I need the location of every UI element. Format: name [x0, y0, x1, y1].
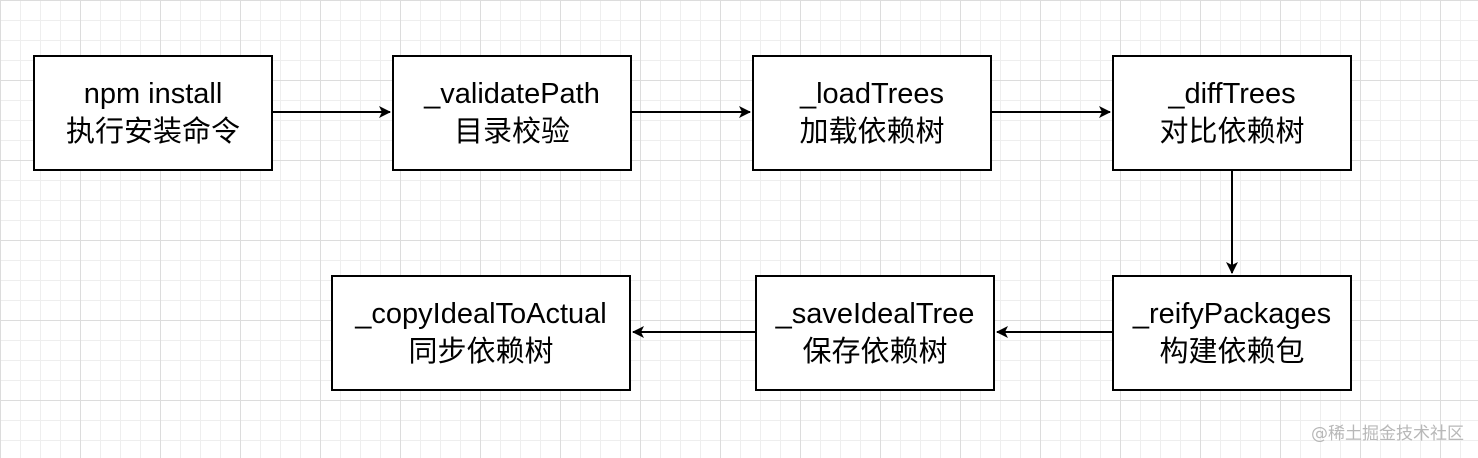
node-copy-ideal-to-actual: _copyIdealToActual 同步依赖树 [331, 275, 631, 391]
node-save-ideal-tree: _saveIdealTree 保存依赖树 [755, 275, 995, 391]
node-title: _loadTrees [799, 78, 944, 110]
node-description: 加载依赖树 [799, 116, 945, 148]
node-title: _saveIdealTree [775, 298, 975, 330]
node-title: _reifyPackages [1132, 298, 1332, 330]
node-npm-install: npm install 执行安装命令 [33, 55, 273, 171]
node-description: 保存依赖树 [802, 336, 948, 368]
node-title: _copyIdealToActual [355, 298, 607, 330]
node-title: npm install [83, 78, 223, 110]
node-title: _diffTrees [1168, 78, 1296, 110]
node-description: 同步依赖树 [408, 336, 554, 368]
node-description: 执行安装命令 [65, 116, 240, 148]
node-description: 构建依赖包 [1159, 336, 1305, 368]
node-validate-path: _validatePath 目录校验 [392, 55, 632, 171]
node-description: 目录校验 [453, 116, 570, 148]
node-diff-trees: _diffTrees 对比依赖树 [1112, 55, 1352, 171]
node-load-trees: _loadTrees 加载依赖树 [752, 55, 992, 171]
watermark: @稀土掘金技术社区 [1311, 424, 1464, 444]
node-title: _validatePath [424, 78, 600, 110]
node-reify-packages: _reifyPackages 构建依赖包 [1112, 275, 1352, 391]
node-description: 对比依赖树 [1159, 116, 1305, 148]
